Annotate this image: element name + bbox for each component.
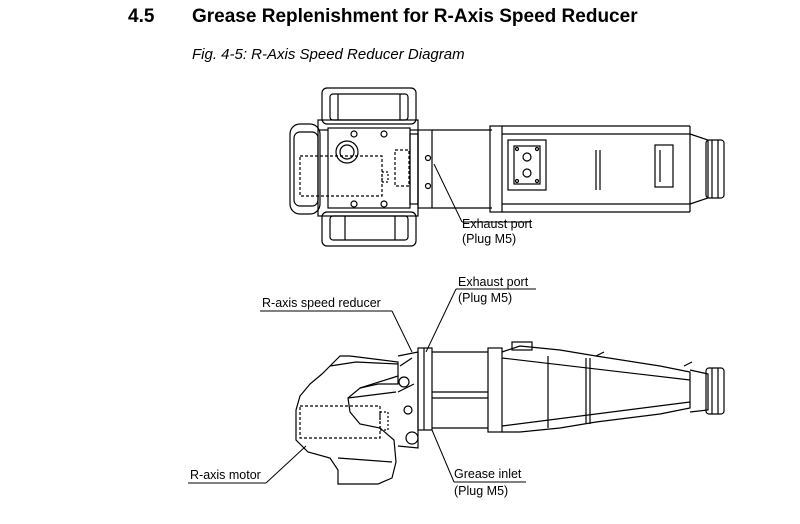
speed-reducer-label: R-axis speed reducer — [262, 296, 381, 310]
side-exhaust-port-label: Exhaust port — [458, 275, 529, 289]
figure-caption: Fig. 4-5: R-Axis Speed Reducer Diagram — [192, 46, 465, 63]
grease-inlet-spec: (Plug M5) — [454, 484, 508, 498]
top-exhaust-port-spec: (Plug M5) — [462, 232, 516, 246]
top-view-diagram — [289, 87, 725, 247]
grease-inlet-label: Grease inlet — [454, 467, 522, 481]
side-view-diagram — [188, 288, 725, 485]
side-exhaust-port-spec: (Plug M5) — [458, 291, 512, 305]
diagram-labels: Exhaust port (Plug M5) Exhaust port (Plu… — [190, 217, 533, 498]
section-title: Grease Replenishment for R-Axis Speed Re… — [192, 6, 638, 27]
section-number: 4.5 — [128, 6, 155, 27]
motor-label: R-axis motor — [190, 468, 261, 482]
top-exhaust-port-label: Exhaust port — [462, 217, 533, 231]
